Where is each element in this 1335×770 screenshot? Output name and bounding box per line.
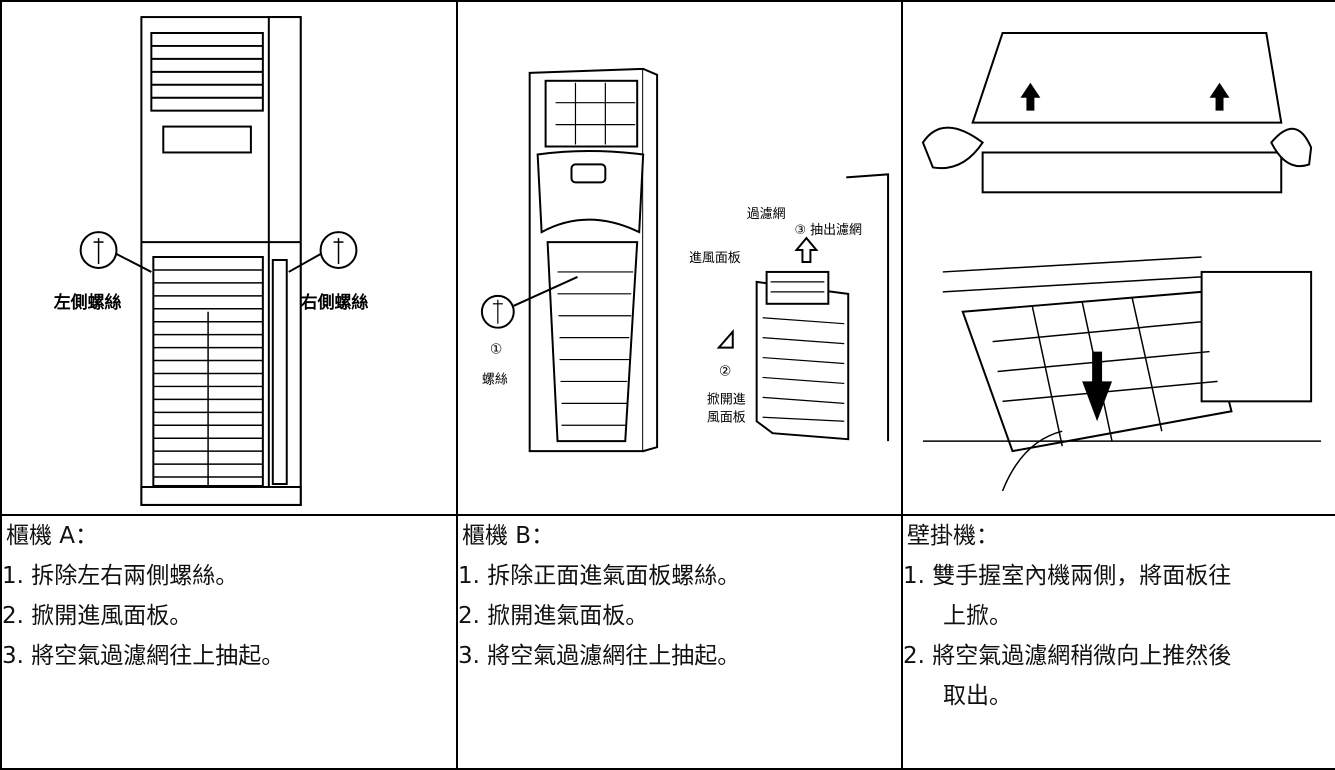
- step1-number: ①: [490, 342, 502, 358]
- cabinet-a-step-2: 2. 掀開進風面板。: [2, 603, 193, 629]
- text-row: 櫃機 A： 1. 拆除左右兩側螺絲。 2. 掀開進風面板。 3. 將空氣過濾網往…: [0, 514, 1335, 770]
- left-screw-label: 左側螺絲: [54, 292, 122, 312]
- wall-unit-illustration-cell: [901, 0, 1335, 516]
- cabinet-b-text-cell: 櫃機 B： 1. 拆除正面進氣面板螺絲。 2. 掀開進氣面板。 3. 將空氣過濾…: [456, 514, 903, 770]
- cabinet-a-title: 櫃機 A：: [6, 523, 99, 549]
- down-arrow-icon: [1082, 351, 1113, 422]
- up-arrow-icon: [794, 236, 819, 263]
- step2-label-line1: 掀開進: [707, 392, 746, 407]
- cabinet-a-drawing: 左側螺絲 右側螺絲: [54, 16, 369, 506]
- wall-unit-title: 壁掛機：: [907, 523, 999, 549]
- intake-panel-label: 進風面板: [689, 251, 741, 266]
- illustration-row: 左側螺絲 右側螺絲: [0, 0, 1335, 516]
- step1-label: 螺絲: [482, 372, 508, 387]
- wall-unit-step-2: 2. 將空氣過濾網稍微向上推然後: [903, 643, 1232, 669]
- right-screw-label: 右側螺絲: [301, 292, 369, 312]
- step2-label-line2: 風面板: [707, 410, 746, 425]
- cabinet-a-illustration-cell: 左側螺絲 右側螺絲: [0, 0, 458, 516]
- cabinet-a-text-cell: 櫃機 A： 1. 拆除左右兩側螺絲。 2. 掀開進風面板。 3. 將空氣過濾網往…: [0, 514, 458, 770]
- step2-number: ②: [719, 363, 731, 379]
- up-arrow-right-icon: [1209, 82, 1230, 111]
- cabinet-b-step-3: 3. 將空氣過濾網往上抽起。: [458, 643, 741, 669]
- up-arrow-left-icon: [1020, 82, 1041, 111]
- step3-label: ③ 抽出濾網: [794, 223, 862, 238]
- cabinet-b-step-1: 1. 拆除正面進氣面板螺絲。: [458, 563, 741, 589]
- wall-unit-lifted-panel: [971, 32, 1283, 124]
- filter-drawing: [765, 270, 830, 305]
- wall-unit-step-2-cont: 取出。: [943, 683, 1012, 709]
- cabinet-a-step-3: 3. 將空氣過濾網往上抽起。: [2, 643, 285, 669]
- cabinet-b-step-2: 2. 掀開進氣面板。: [458, 603, 649, 629]
- cabinet-b-drawing: 過濾網 進風面板 ③ 抽出濾網 ① 螺絲 ② 掀開進 風面板: [480, 67, 890, 453]
- cabinet-b-illustration-cell: 過濾網 進風面板 ③ 抽出濾網 ① 螺絲 ② 掀開進 風面板: [456, 0, 903, 516]
- right-hand-icon: [1270, 127, 1313, 168]
- wall-unit-body: [981, 151, 1283, 194]
- cabinet-a-step-1: 1. 拆除左右兩側螺絲。: [2, 563, 239, 589]
- left-hand-icon: [921, 126, 984, 170]
- wall-unit-step-1: 1. 雙手握室內機兩側，將面板往: [903, 563, 1232, 589]
- wall-unit-drawing: [921, 32, 1322, 492]
- cabinet-b-title: 櫃機 B：: [462, 523, 555, 549]
- wall-unit-step-1-cont: 上掀。: [943, 603, 1012, 629]
- wall-unit-text-cell: 壁掛機： 1. 雙手握室內機兩側，將面板往 上掀。 2. 將空氣過濾網稍微向上推…: [901, 514, 1335, 770]
- filter-label: 過濾網: [747, 207, 786, 222]
- diagonal-arrow-icon: [716, 329, 734, 349]
